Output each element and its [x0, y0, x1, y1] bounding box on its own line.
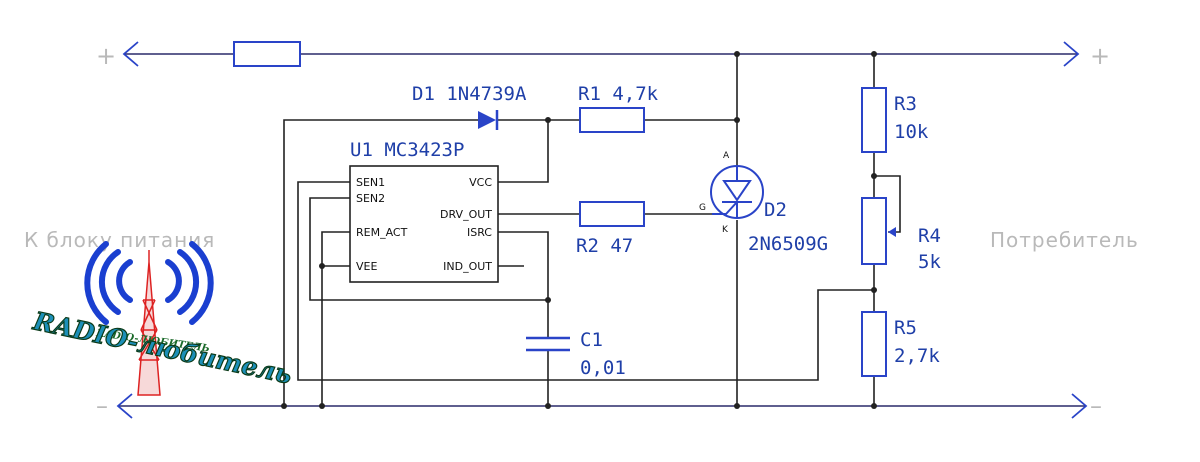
d2-pin-g: G [699, 203, 706, 213]
d1-label: D1 1N4739A [412, 83, 527, 105]
u1-pin-sen1: SEN1 [356, 176, 385, 189]
d2-pin-a: A [723, 151, 730, 161]
fuse-symbol [233, 41, 301, 67]
r1-resistor: R1 4,7k [578, 83, 659, 133]
d2-part: 2N6509G [748, 233, 828, 255]
u1-pin-vee: VEE [356, 260, 377, 273]
right-plus-arrow-icon [1063, 41, 1080, 67]
r4-potentiometer: R4 5k [861, 197, 941, 273]
r5-resistor: R5 2,7k [861, 311, 940, 377]
u1-chip: U1 MC3423P SEN1 SEN2 REM_ACT VEE VCC DRV… [349, 139, 499, 283]
right-plus-sign: + [1090, 42, 1110, 70]
r3-resistor: R3 10k [861, 87, 929, 153]
left-minus-arrow-icon [116, 393, 133, 419]
d2-label: D2 [764, 199, 787, 221]
junctions [281, 51, 877, 409]
negative-rail [116, 393, 1088, 419]
radio-tower-icon [137, 250, 161, 396]
right-minus-sign: – [1090, 392, 1102, 420]
r1-label: R1 4,7k [578, 83, 659, 105]
c1-capacitor: C1 0,01 [526, 329, 626, 379]
positive-rail [122, 41, 1080, 67]
left-plus-sign: + [96, 42, 116, 70]
right-label: Потребитель [990, 228, 1139, 252]
u1-body [349, 165, 499, 283]
logo-big-text: RADIO-любитель [30, 306, 295, 389]
u1-pin-drv-out: DRV_OUT [440, 208, 492, 221]
c1-label: C1 [580, 329, 603, 351]
d2-pin-k: K [722, 225, 729, 235]
radio-logo: RADIO-ЛЮБИТЕЛЬ RADIO-любитель [29, 241, 295, 396]
u1-pin-vcc: VCC [469, 176, 492, 189]
r2-label: R2 47 [576, 235, 633, 257]
r5-value: 2,7k [894, 345, 940, 367]
d2-thyristor: A G K D2 2N6509G [699, 151, 828, 255]
d1-triangle [478, 111, 496, 129]
r4-value: 5k [918, 251, 941, 273]
r5-label: R5 [894, 317, 917, 339]
r3-label: R3 [894, 93, 917, 115]
u1-pin-rem-act: REM_ACT [356, 226, 408, 239]
u1-label: U1 MC3423P [350, 139, 464, 161]
u1-pin-ind-out: IND_OUT [443, 260, 492, 273]
r4-wiper-arrow-icon [888, 227, 896, 237]
r2-resistor: R2 47 [576, 201, 645, 257]
c1-value: 0,01 [580, 357, 626, 379]
radio-waves-icon [84, 241, 214, 325]
d1-diode: D1 1N4739A [412, 83, 527, 130]
r3-value: 10k [894, 121, 929, 143]
left-label: К блоку питания [24, 228, 215, 252]
u1-pin-isrc: ISRC [467, 226, 492, 239]
u1-pin-sen2: SEN2 [356, 192, 385, 205]
left-minus-sign: – [96, 392, 108, 420]
r4-label: R4 [918, 225, 941, 247]
left-plus-arrow-icon [122, 41, 139, 67]
right-minus-arrow-icon [1071, 393, 1088, 419]
